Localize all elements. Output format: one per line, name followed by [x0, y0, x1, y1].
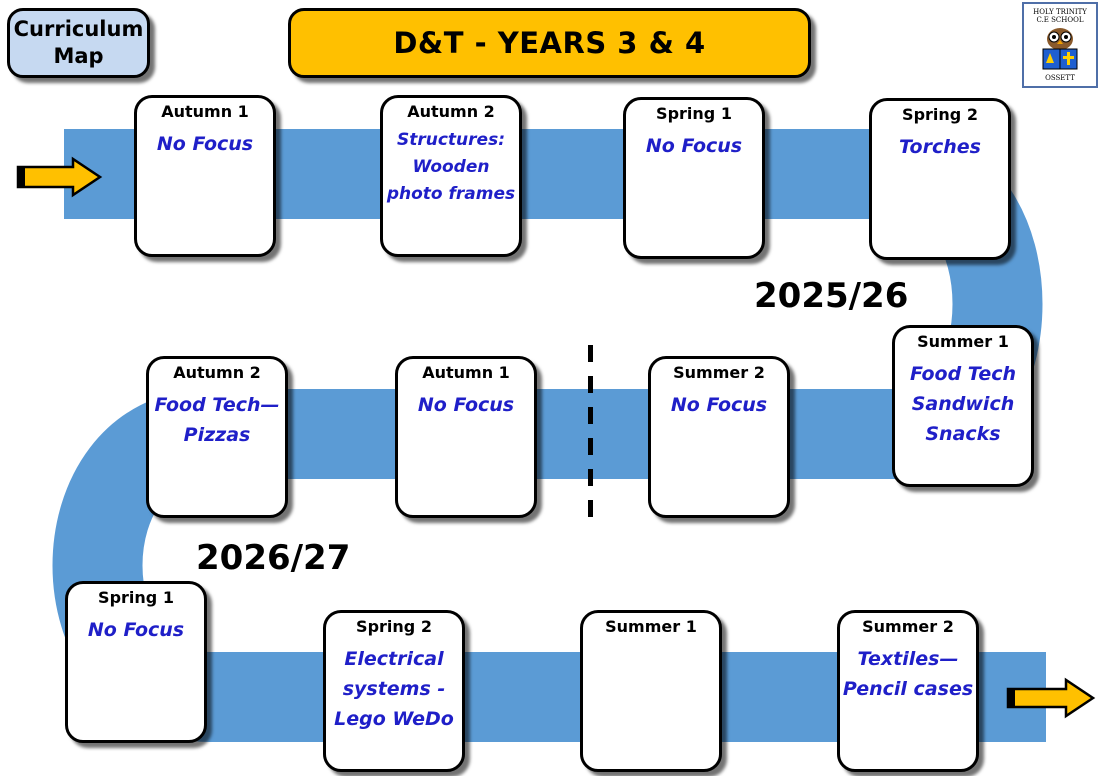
logo-line-3: OSSETT — [1045, 74, 1075, 82]
start-arrow-icon — [16, 156, 103, 198]
term-label: Summer 2 — [862, 617, 954, 636]
term-card: Summer 2 No Focus — [648, 356, 790, 518]
curriculum-map-badge: Curriculum Map — [7, 8, 150, 78]
end-arrow-icon — [1006, 677, 1096, 719]
term-card: Spring 1 No Focus — [623, 97, 765, 259]
term-card: Autumn 2 Food Tech— Pizzas — [146, 356, 288, 518]
term-card: Summer 1 — [580, 610, 722, 772]
term-card: Spring 1 No Focus — [65, 581, 207, 743]
logo-line-2: C.E SCHOOL — [1036, 16, 1084, 24]
year-divider — [588, 345, 593, 525]
topic-text: Structures: Wooden photo frames — [386, 130, 516, 204]
school-logo: HOLY TRINITY C.E SCHOOL OSSETT — [1022, 2, 1098, 88]
badge-line-2: Map — [53, 44, 104, 68]
logo-line-1: HOLY TRINITY — [1033, 8, 1087, 16]
term-card: Summer 1 Food Tech Sandwich Snacks — [892, 325, 1034, 487]
topic-text: No Focus — [417, 394, 515, 416]
year-label-2026-27: 2026/27 — [196, 538, 351, 578]
topic-text: No Focus — [87, 619, 185, 641]
term-label: Summer 1 — [605, 617, 697, 636]
term-label: Spring 2 — [902, 105, 978, 124]
page-title: D&T - YEARS 3 & 4 — [288, 8, 811, 78]
topic-text: No Focus — [156, 133, 254, 155]
term-label: Autumn 1 — [422, 363, 510, 382]
term-label: Spring 1 — [656, 104, 732, 123]
term-label: Spring 2 — [356, 617, 432, 636]
term-card: Autumn 1 No Focus — [395, 356, 537, 518]
term-card: Summer 2 Textiles— Pencil cases — [837, 610, 979, 772]
term-label: Autumn 2 — [407, 102, 495, 121]
term-card: Autumn 1 No Focus — [134, 95, 276, 257]
topic-text: Food Tech Sandwich Snacks — [909, 363, 1016, 445]
topic-text: No Focus — [645, 135, 743, 157]
term-label: Autumn 1 — [161, 102, 249, 121]
term-label: Autumn 2 — [173, 363, 261, 382]
badge-line-1: Curriculum — [13, 17, 144, 41]
term-label: Summer 2 — [673, 363, 765, 382]
term-card: Spring 2 Electrical systems - Lego WeDo — [323, 610, 465, 772]
topic-text: No Focus — [670, 394, 768, 416]
term-label: Summer 1 — [917, 332, 1009, 351]
topic-text: Textiles— Pencil cases — [842, 648, 974, 700]
year-label-2025-26: 2025/26 — [754, 276, 909, 316]
owl-book-icon — [1042, 28, 1078, 70]
topic-text: Torches — [899, 136, 981, 158]
term-card: Autumn 2 Structures: Wooden photo frames — [380, 95, 522, 257]
term-card: Spring 2 Torches — [869, 98, 1011, 260]
topic-text: Electrical systems - Lego WeDo — [334, 648, 454, 730]
topic-text: Food Tech— Pizzas — [154, 394, 280, 446]
term-label: Spring 1 — [98, 588, 174, 607]
